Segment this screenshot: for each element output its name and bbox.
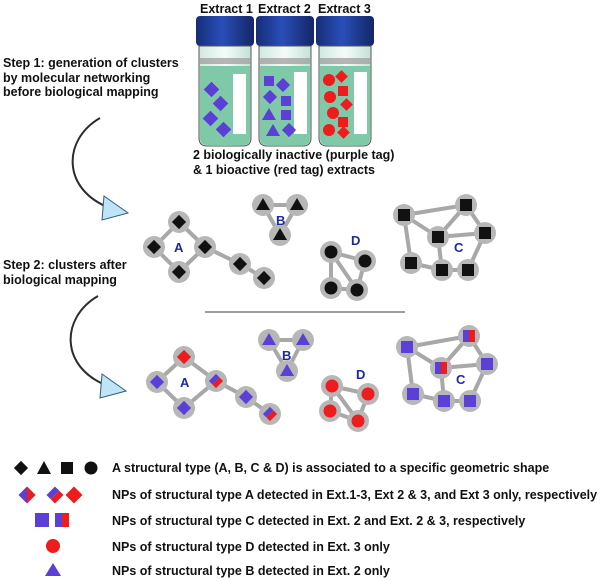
vial-diamond: [262, 89, 278, 105]
cluster-c-bottom: C: [396, 325, 498, 412]
cluster-b-bottom: B: [258, 329, 314, 382]
cluster-c-bottom-label: C: [456, 372, 466, 387]
vial-circle: [327, 107, 339, 119]
legend-row4-text: NPs of structural type D detected in Ext…: [112, 540, 390, 554]
cluster-a-bottom-nodes: [146, 346, 281, 425]
vial-circle: [323, 74, 335, 86]
legend-row1-text: A structural type (A, B, C & D) is assoc…: [112, 461, 550, 475]
cluster-c-top: C: [393, 194, 496, 281]
extract-caption-line1: 2 biologically inactive (purple tag): [193, 148, 395, 162]
cluster-c-top-nodes: [393, 194, 496, 281]
cluster-b-top-label: B: [276, 213, 285, 228]
vial-cap: [256, 16, 314, 46]
vial-diamond: [203, 81, 220, 98]
step1-text: Step 1: generation of clusters by molecu…: [3, 56, 179, 100]
vial-triangle: [262, 108, 276, 120]
cluster-c-top-label: C: [454, 240, 464, 255]
legend-diamond-ext2-3: [46, 486, 64, 504]
cluster-c-bottom-nodes: [396, 325, 498, 412]
cluster-d-top-nodes: [320, 241, 376, 301]
legend-diamond-ext3: [65, 486, 83, 504]
legend-black-triangle: [37, 461, 51, 474]
cluster-b-bottom-label: B: [282, 348, 291, 363]
legend-purple-triangle: [45, 563, 61, 576]
vial-diamond: [215, 121, 232, 138]
vial-cap: [316, 16, 374, 46]
step2-line1: Step 2: clusters after: [3, 258, 127, 272]
vial-square: [338, 117, 348, 127]
cluster-a-bottom: A: [146, 346, 281, 425]
step1-arrow-curve: [71, 117, 111, 209]
vial-diamond: [337, 126, 350, 139]
cluster-d-bottom-label: D: [356, 367, 365, 382]
cluster-a-top-nodes: [143, 211, 275, 289]
vial-extract-2: [256, 16, 314, 147]
cluster-d-top: D: [320, 233, 376, 301]
extract-2-label: Extract 2: [258, 2, 311, 16]
vial-diamond: [212, 95, 229, 112]
cluster-a-top-label: A: [174, 240, 184, 255]
step1-line1: Step 1: generation of clusters: [3, 56, 179, 70]
step2-text: Step 2: clusters after biological mappin…: [3, 258, 127, 287]
cluster-b-bottom-nodes: [258, 329, 314, 382]
legend-row3-text: NPs of structural type C detected in Ext…: [112, 514, 526, 528]
vial-diamond: [340, 98, 353, 111]
vial-circle: [323, 124, 335, 136]
vial-diamond: [202, 110, 219, 127]
legend-black-square: [61, 462, 73, 474]
step2-arrow: [69, 295, 128, 399]
step2-arrow-curve: [69, 295, 109, 387]
step1-arrow: [71, 117, 130, 221]
cluster-d-bottom: D: [319, 367, 379, 432]
vial-square: [338, 86, 348, 96]
extract-caption: 2 biologically inactive (purple tag) & 1…: [193, 148, 394, 177]
cluster-b-top-nodes: [252, 194, 308, 246]
vial-cap: [196, 16, 254, 46]
step2-arrow-head: [99, 373, 128, 399]
cluster-b-top: B: [252, 194, 308, 246]
vial-square: [281, 110, 291, 120]
cluster-a-bottom-label: A: [180, 375, 190, 390]
vial-diamond: [281, 122, 297, 138]
vial-tag: [294, 72, 307, 134]
legend-diamond-ext1-3: [18, 486, 36, 504]
legend-black-circle: [84, 461, 98, 475]
vial-extract-3: [316, 16, 374, 147]
extract-caption-line2: & 1 bioactive (red tag) extracts: [193, 162, 376, 177]
step1-line2: by molecular networking: [3, 70, 151, 85]
legend-square-ext2-3-left: [55, 513, 62, 527]
legend-square-ext2-3-right: [62, 513, 69, 527]
vial-diamond: [335, 70, 348, 83]
legend-row2-text: NPs of structural type A detected in Ext…: [112, 488, 598, 502]
legend-row1-symbols: [13, 460, 98, 476]
cluster-d-bottom-nodes: [319, 375, 379, 432]
step2-line2: biological mapping: [3, 272, 117, 287]
vial-triangle: [266, 124, 280, 136]
vial-square: [264, 76, 274, 86]
legend-row2-symbols: [18, 486, 83, 504]
step1-line3: before biological mapping: [3, 85, 159, 99]
vial-diamond: [275, 77, 291, 93]
legend-row5-text: NPs of structural type B detected in Ext…: [112, 564, 390, 578]
extract-3-label: Extract 3: [318, 2, 371, 16]
cluster-a-top: A: [143, 211, 275, 289]
extract-1-label: Extract 1: [200, 2, 253, 16]
legend-red-circle: [46, 539, 60, 553]
vial-circle: [324, 91, 336, 103]
legend-square-ext2: [35, 513, 49, 527]
vial-tag: [233, 74, 246, 134]
vial-square: [281, 96, 291, 106]
vial-extract-1: [196, 16, 254, 147]
legend-black-diamond: [13, 460, 29, 476]
legend-row3-symbols: [35, 513, 69, 527]
vial-tag: [354, 72, 367, 134]
step1-arrow-head: [101, 195, 130, 221]
cluster-d-top-label: D: [351, 233, 360, 248]
